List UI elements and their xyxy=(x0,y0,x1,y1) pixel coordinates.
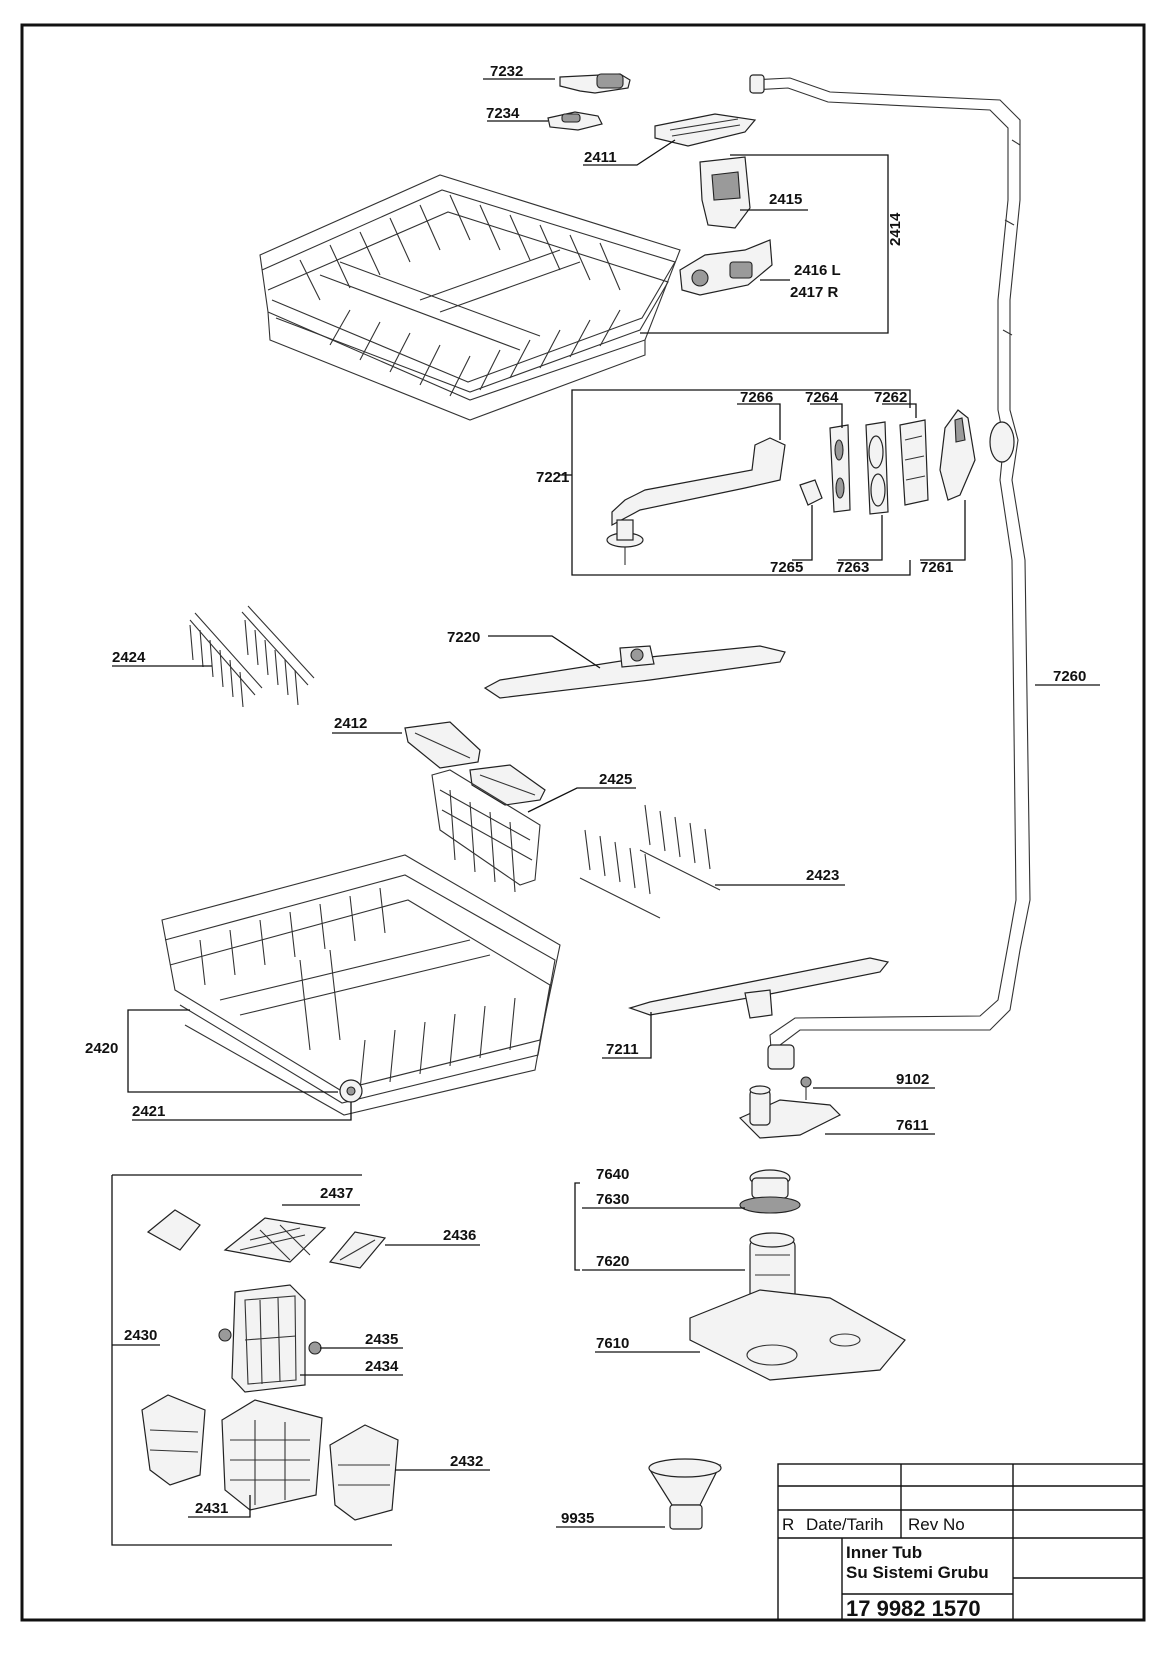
label-2414: 2414 xyxy=(887,212,904,246)
label-2424: 2424 xyxy=(112,649,146,666)
label-7262: 7262 xyxy=(874,389,907,406)
label-2423: 2423 xyxy=(806,867,839,884)
label-9102: 9102 xyxy=(896,1071,929,1088)
label-7234: 7234 xyxy=(486,105,520,122)
label-7263: 7263 xyxy=(836,559,869,576)
part-2415-rail-adjuster xyxy=(699,156,751,229)
label-7266: 7266 xyxy=(740,389,773,406)
drawing-number: 17 9982 1570 xyxy=(846,1596,981,1621)
label-2431: 2431 xyxy=(195,1500,228,1517)
title-block-rev-no-column: Rev No xyxy=(908,1515,965,1534)
part-2436-basket-lid-small xyxy=(328,1231,387,1269)
part-2434-basket-frame xyxy=(218,1284,322,1393)
part-7220-upper-spray-arm xyxy=(483,645,786,699)
label-7220: 7220 xyxy=(447,629,480,646)
label-7264: 7264 xyxy=(805,389,839,406)
part-2431-cutlery-basket xyxy=(141,1394,323,1511)
part-2412-rails xyxy=(404,721,546,806)
drawing-title-tr: Su Sistemi Grubu xyxy=(846,1563,989,1582)
label-2435: 2435 xyxy=(365,1331,398,1348)
label-2416-l: 2416 L xyxy=(794,262,841,279)
label-2421: 2421 xyxy=(132,1103,165,1120)
label-2417-r: 2417 R xyxy=(790,284,839,301)
part-7263-seal xyxy=(865,421,889,515)
title-block xyxy=(777,1463,1145,1621)
part-9935-salt-funnel xyxy=(648,1458,722,1530)
part-7262-connector xyxy=(899,419,929,506)
drawing-title-en: Inner Tub xyxy=(846,1543,922,1562)
label-2437: 2437 xyxy=(320,1185,353,1202)
lower-basket xyxy=(161,854,561,1116)
label-7221: 7221 xyxy=(536,469,569,486)
upper-basket xyxy=(259,174,681,421)
label-7265: 7265 xyxy=(770,559,803,576)
part-7260-supply-pipe xyxy=(749,74,1031,1070)
label-7611: 7611 xyxy=(896,1117,929,1134)
part-7265-nut xyxy=(799,479,823,506)
part-7211-lower-spray-arm xyxy=(628,957,890,1019)
label-2425: 2425 xyxy=(599,771,632,788)
label-2420: 2420 xyxy=(85,1040,118,1057)
label-2434: 2434 xyxy=(365,1358,399,1375)
part-2416-2417-rail-carrier xyxy=(679,239,773,296)
label-2432: 2432 xyxy=(450,1453,483,1470)
part-7611-sump-housing xyxy=(738,1085,842,1139)
title-block-date-column: Date/Tarih xyxy=(806,1515,883,1534)
part-7264-gasket xyxy=(829,424,851,513)
label-7260: 7260 xyxy=(1053,668,1086,685)
part-9102-screw xyxy=(800,1076,812,1100)
label-2430: 2430 xyxy=(124,1327,157,1344)
part-2424-foldable-tines xyxy=(189,605,315,708)
part-2432-side-basket xyxy=(329,1424,399,1521)
label-2412: 2412 xyxy=(334,715,367,732)
label-2436: 2436 xyxy=(443,1227,476,1244)
part-7232-clip xyxy=(559,73,631,94)
label-7261: 7261 xyxy=(920,559,953,576)
part-7234-clip xyxy=(547,111,603,131)
label-7620: 7620 xyxy=(596,1253,629,1270)
label-2411: 2411 xyxy=(584,149,617,166)
part-7610-filter-plate xyxy=(689,1289,906,1381)
part-2437-basket-lid xyxy=(146,1209,327,1263)
label-7610: 7610 xyxy=(596,1335,629,1352)
part-2423-plate-tines xyxy=(579,804,721,919)
label-7232: 7232 xyxy=(490,63,523,80)
label-9935: 9935 xyxy=(561,1510,594,1527)
part-7266-spray-pipe xyxy=(606,437,786,565)
label-7211: 7211 xyxy=(606,1041,639,1058)
part-2421-wheel xyxy=(339,1079,363,1103)
part-2411-rail-cover xyxy=(654,113,757,147)
sheet-border xyxy=(20,23,1146,1622)
title-block-rev-column: R xyxy=(782,1515,794,1534)
part-2425-cup-rack xyxy=(431,769,541,893)
part-7261-hose-connector xyxy=(939,409,976,501)
label-7630: 7630 xyxy=(596,1191,629,1208)
label-2415: 2415 xyxy=(769,191,802,208)
label-7640: 7640 xyxy=(596,1166,629,1183)
part-7640-filter-cap xyxy=(739,1169,801,1214)
